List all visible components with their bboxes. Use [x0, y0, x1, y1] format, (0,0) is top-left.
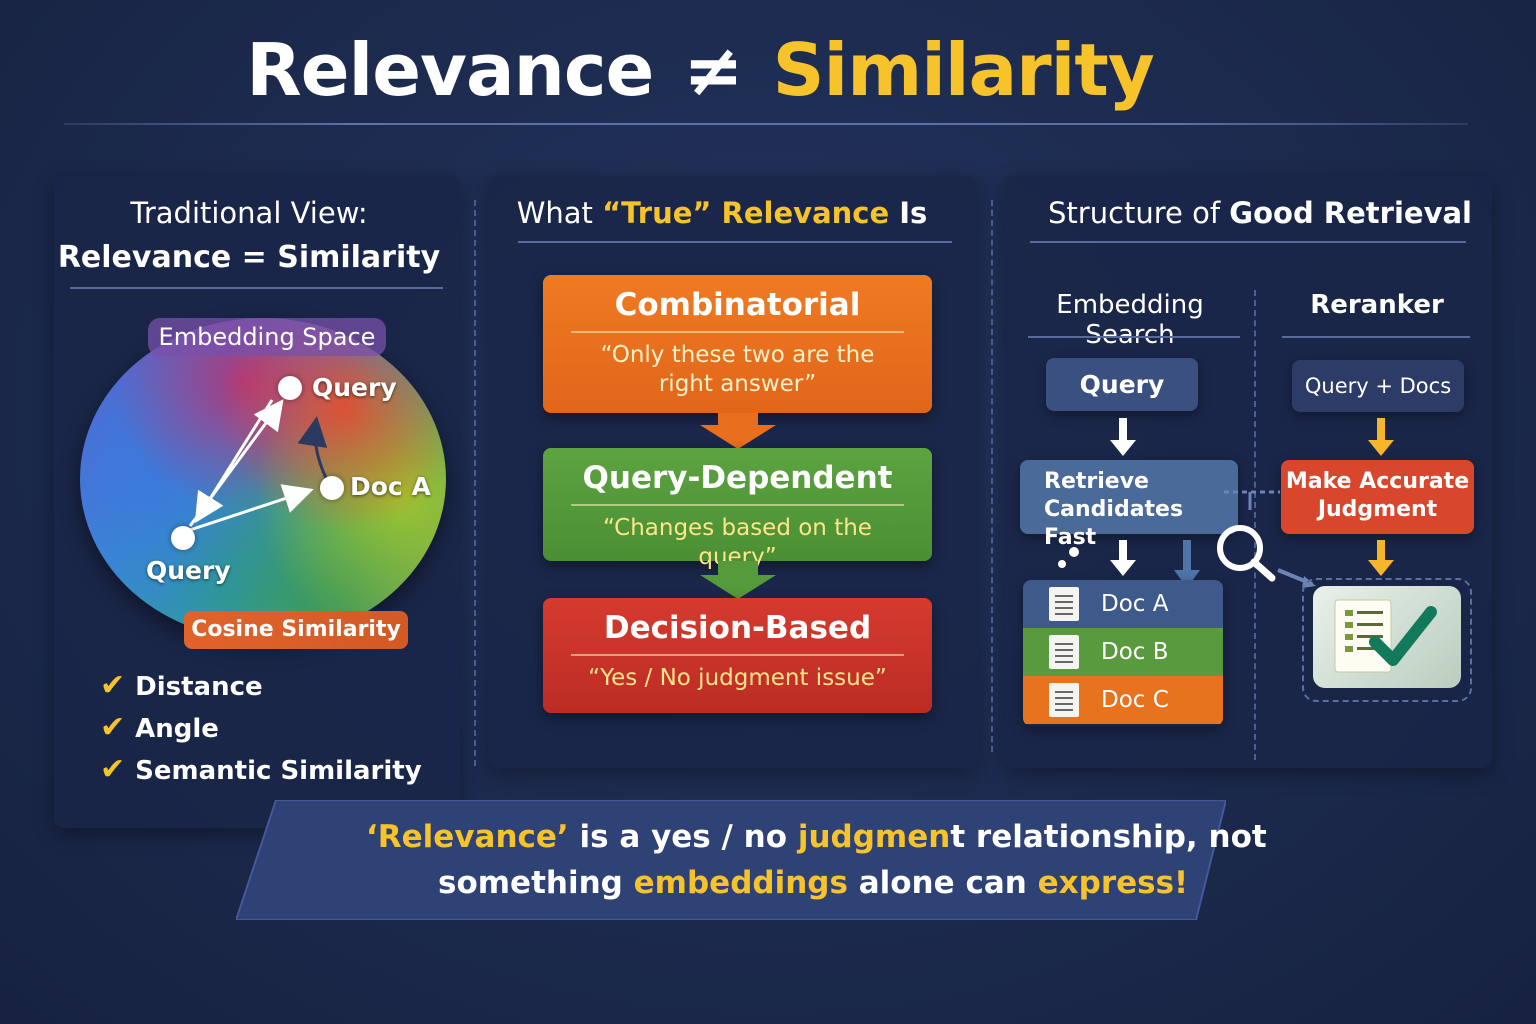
banner-highlight: express!	[1038, 865, 1189, 901]
checkmark-icon: ✔	[100, 752, 125, 787]
banner-text-part: alone can	[848, 865, 1038, 901]
panel-divider	[474, 200, 476, 766]
card-quote: “Yes / No judgment issue”	[543, 656, 932, 693]
banner-highlight: judgmen	[798, 819, 950, 855]
embedding-search-rule	[1028, 336, 1240, 338]
query-docs-box: Query + Docs	[1292, 360, 1464, 412]
doc-row-a: Doc A	[1023, 580, 1223, 628]
query-label-bottom: Query	[146, 556, 231, 585]
good-retrieval-rule	[1030, 241, 1466, 243]
document-icon	[1049, 683, 1079, 717]
title-divider	[64, 123, 1468, 125]
doc-label: Doc B	[1101, 639, 1169, 665]
doc-label: Doc A	[1101, 591, 1168, 617]
connector-line	[1224, 482, 1284, 512]
heading-part: What	[517, 196, 602, 230]
banner-text-part: t relationship, not	[950, 819, 1266, 855]
doc-row-b: Doc B	[1023, 628, 1223, 676]
not-equal-symbol: ≠	[683, 28, 742, 112]
heading-highlight: Good Retrieval	[1229, 196, 1472, 230]
reranker-title: Reranker	[1282, 290, 1472, 320]
card-title: Combinatorial	[543, 275, 932, 323]
check-label: Distance	[135, 672, 263, 702]
check-item-distance: ✔ Distance	[100, 668, 263, 703]
document-icon	[1049, 635, 1079, 669]
banner-text-part: is a yes / no	[569, 819, 798, 855]
down-arrow-yellow-icon	[1366, 540, 1396, 576]
down-arrow-yellow-icon	[1366, 418, 1396, 456]
query-point-bottom	[171, 526, 195, 550]
embedding-search-title: Embedding Search	[1018, 290, 1242, 350]
doc-row-c: Doc C	[1023, 676, 1223, 724]
banner-highlight: embeddings	[634, 865, 848, 901]
checkmark-icon: ✔	[100, 710, 125, 745]
true-relevance-rule	[518, 241, 952, 243]
check-label: Angle	[135, 714, 219, 744]
heading-part: Structure of	[1048, 196, 1229, 230]
query-point-top	[278, 376, 302, 400]
card-title: Decision-Based	[543, 598, 932, 646]
card-title: Query-Dependent	[543, 448, 932, 496]
query-box: Query	[1046, 358, 1198, 411]
check-item-semantic-similarity: ✔ Semantic Similarity	[100, 752, 422, 787]
verified-result	[1313, 586, 1461, 688]
checkmark-icon: ✔	[100, 668, 125, 703]
retrieve-candidates-box: Retrieve Candidates Fast	[1020, 460, 1238, 534]
down-arrow-white-icon	[1108, 540, 1138, 576]
query-label-top: Query	[312, 373, 397, 402]
decision-based-card: Decision-Based “Yes / No judgment issue”	[543, 598, 932, 713]
combinatorial-card: Combinatorial “Only these two are the ri…	[543, 275, 932, 413]
conclusion-banner: ‘Relevance’ is a yes / no judgment relat…	[236, 814, 1336, 906]
good-retrieval-heading: Structure of Good Retrieval	[1030, 196, 1490, 230]
doc-a-label: Doc A	[350, 472, 431, 501]
title-relevance: Relevance	[246, 28, 653, 112]
true-relevance-heading: What “True” Relevance Is	[488, 196, 956, 230]
query-dependent-card: Query-Dependent “Changes based on the qu…	[543, 448, 932, 561]
motion-dots-icon	[1054, 544, 1084, 572]
panel-divider	[991, 200, 993, 752]
title-similarity: Similarity	[773, 28, 1154, 112]
traditional-heading-line1: Traditional View:	[54, 196, 444, 230]
heading-part: Is	[889, 196, 927, 230]
check-item-angle: ✔ Angle	[100, 710, 219, 745]
document-icon	[1049, 587, 1079, 621]
traditional-heading-line2: Relevance = Similarity	[54, 240, 444, 275]
heading-highlight: “True” Relevance	[602, 196, 889, 230]
card-quote: “Only these two are the right answer”	[543, 333, 932, 399]
banner-line-2: something embeddings alone can express!	[366, 860, 1336, 906]
reranker-rule	[1282, 336, 1470, 338]
cosine-similarity-badge: Cosine Similarity	[184, 611, 408, 649]
verified-document-icon	[1313, 586, 1461, 688]
doc-label: Doc C	[1101, 687, 1169, 713]
down-arrow-green-icon	[700, 561, 776, 599]
banner-line-1: ‘Relevance’ is a yes / no judgment relat…	[366, 814, 1336, 860]
down-arrow-white-icon	[1108, 418, 1138, 456]
down-arrow-orange-icon	[700, 413, 776, 449]
page-title: Relevance ≠ Similarity	[0, 28, 1400, 112]
banner-text-part: something	[438, 865, 634, 901]
check-label: Semantic Similarity	[135, 756, 422, 786]
doc-a-point	[320, 476, 344, 500]
banner-highlight: ‘Relevance’	[366, 819, 569, 855]
candidate-docs-stack: Doc A Doc B Doc C	[1023, 580, 1223, 726]
traditional-heading-rule	[70, 287, 443, 289]
